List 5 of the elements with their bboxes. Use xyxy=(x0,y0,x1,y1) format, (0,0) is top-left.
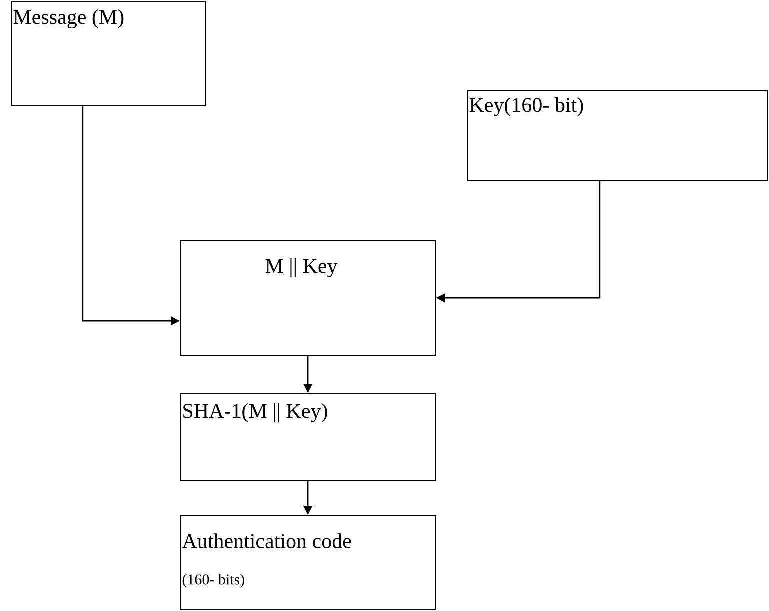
process-box: Authentication code (160- bits) xyxy=(180,515,436,610)
process-box: SHA-1(M || Key) xyxy=(180,393,436,482)
process-box: Message (M) xyxy=(11,1,206,106)
process-box: Key(160- bit) xyxy=(467,90,768,182)
process-box: M || Key xyxy=(180,240,436,356)
